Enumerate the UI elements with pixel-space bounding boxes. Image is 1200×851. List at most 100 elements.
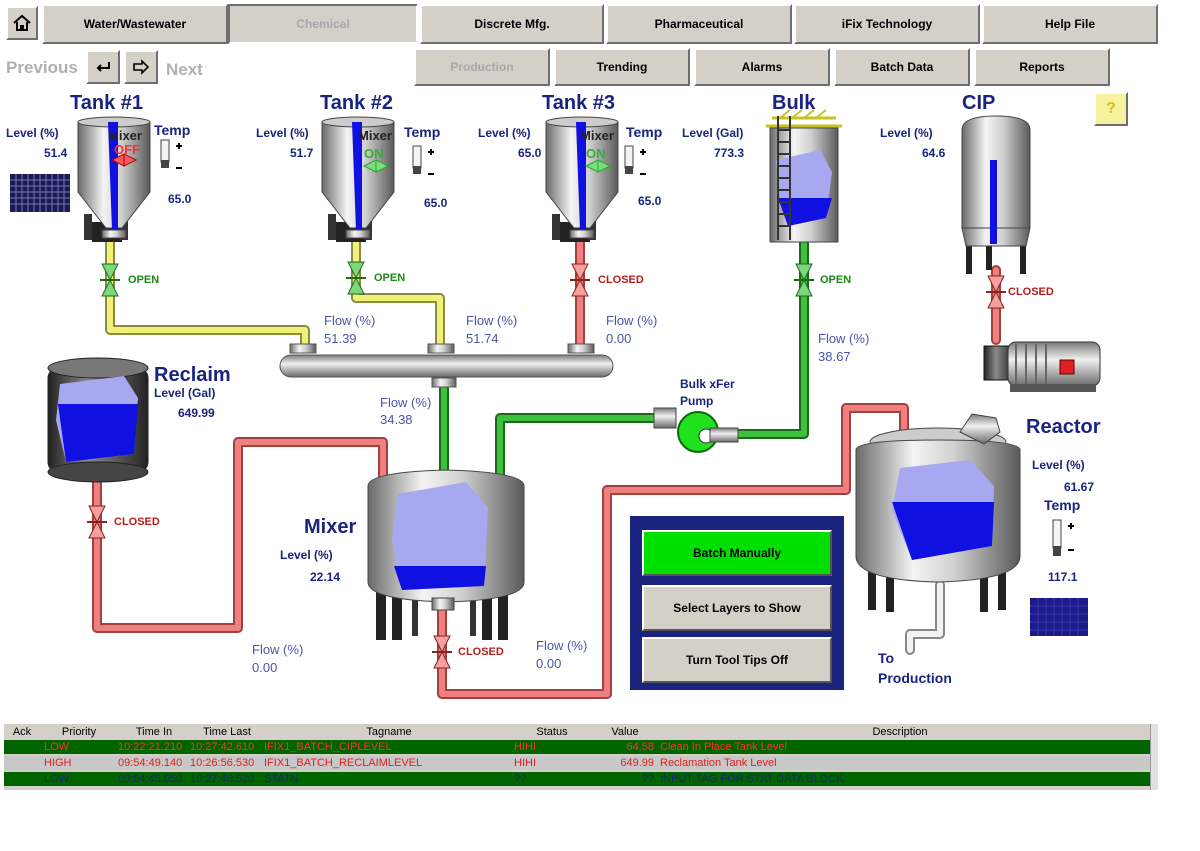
tank-3-level-label: Level (%): [478, 126, 531, 140]
tank-1-valve[interactable]: [100, 263, 120, 297]
mixer-level-label: Level (%): [280, 548, 333, 562]
alarm-time-last: 10:27:42.610: [190, 741, 255, 753]
tank-3-vessel[interactable]: [545, 116, 619, 242]
tank-3-valve[interactable]: [570, 263, 590, 297]
mixer-title: Mixer: [304, 516, 357, 538]
flow-2-value: 51.74: [466, 331, 499, 346]
alarm-priority: LOW: [44, 741, 70, 753]
home-button[interactable]: [6, 6, 38, 40]
cip-valve[interactable]: [986, 275, 1006, 309]
cip-level-value: 64.6: [922, 146, 946, 160]
alarm-time-in: 09:54:49.140: [118, 757, 183, 769]
alarm-header-time-last[interactable]: Time Last: [203, 726, 251, 738]
alarm-priority: HIGH: [44, 757, 72, 769]
nav-tab-water-wastewater[interactable]: Water/Wastewater: [42, 4, 228, 44]
reclaim-valve[interactable]: [87, 505, 107, 539]
reactor-level-label: Level (%): [1032, 458, 1085, 472]
nav-tab-discrete-mfg[interactable]: Discrete Mfg.: [420, 4, 604, 44]
bulk-vessel[interactable]: [766, 109, 842, 243]
previous-link[interactable]: Previous: [6, 58, 78, 77]
tooltips-off-button[interactable]: Turn Tool Tips Off: [642, 637, 832, 683]
alarm-header-priority[interactable]: Priority: [61, 726, 97, 738]
reclaim-vessel[interactable]: [47, 357, 149, 483]
bulk-level-label: Level (Gal): [682, 126, 744, 140]
alarm-time-in: 10:22:21.210: [118, 741, 183, 753]
cip-title: CIP: [962, 92, 996, 114]
alarm-scrollbar[interactable]: [1150, 724, 1158, 790]
alarm-description: Clean In Place Tank Level: [660, 741, 787, 753]
tank-1-mixer-label: Mixer: [108, 128, 142, 143]
alarm-status: HIHI: [514, 741, 536, 753]
tank-3-mixer-label: Mixer: [580, 128, 614, 143]
nav-tab-help-file[interactable]: Help File: [982, 4, 1158, 44]
hmi-screen: Water/Wastewater Chemical Discrete Mfg. …: [4, 4, 1158, 790]
alarm-value: 649.99: [620, 757, 654, 769]
tank-1-title: Tank #1: [70, 92, 143, 114]
alarm-row[interactable]: LOW 09:54:45.050 10:27:46.520 STATN ?? ?…: [4, 772, 1150, 786]
next-button[interactable]: [124, 50, 158, 84]
tank-2-valve[interactable]: [346, 261, 366, 295]
bulk-level-value: 773.3: [714, 146, 745, 160]
cip-vessel[interactable]: [961, 115, 1031, 274]
tank-1-vessel[interactable]: [77, 116, 151, 242]
tank-1-valve-state: OPEN: [128, 274, 160, 286]
subnav-reports[interactable]: Reports: [974, 48, 1110, 86]
flow-2-label: Flow (%): [466, 313, 518, 328]
mixer-outlet-valve[interactable]: [432, 635, 452, 669]
reclaim-level-label: Level (Gal): [154, 386, 216, 400]
alarm-status: HIHI: [514, 757, 536, 769]
select-layers-button[interactable]: Select Layers to Show: [642, 585, 832, 631]
alarm-header-row: Ack Priority Time In Time Last Tagname S…: [4, 725, 1150, 739]
bulk-xfer-pump[interactable]: [653, 407, 739, 453]
nav-tab-chemical[interactable]: Chemical: [228, 4, 418, 44]
next-link[interactable]: Next: [166, 60, 203, 79]
reactor-level-value: 61.67: [1064, 480, 1095, 494]
tank-3-temp-value: 65.0: [638, 194, 662, 208]
flow-bulk-value: 38.67: [818, 349, 851, 364]
alarm-header-status[interactable]: Status: [536, 726, 568, 738]
tank-2-level-value: 51.7: [290, 146, 314, 160]
mixer-vessel[interactable]: [367, 469, 525, 640]
alarm-summary: Ack Priority Time In Time Last Tagname S…: [4, 724, 1150, 790]
tank-1-level-grid: [10, 174, 70, 212]
reactor-temp-label: Temp: [1044, 497, 1081, 513]
flow-1-label: Flow (%): [324, 313, 376, 328]
cip-pump-motor[interactable]: [983, 341, 1101, 392]
alarm-header-description[interactable]: Description: [872, 726, 928, 738]
nav-tab-ifix-technology[interactable]: iFix Technology: [794, 4, 980, 44]
alarm-header-value[interactable]: Value: [611, 726, 639, 738]
nav-tab-pharmaceutical[interactable]: Pharmaceutical: [606, 4, 792, 44]
reclaim-valve-state: CLOSED: [114, 516, 160, 528]
tank-3-valve-state: CLOSED: [598, 274, 644, 286]
alarm-row[interactable]: HIGH 09:54:49.140 10:26:56.530 IFIX1_BAT…: [4, 756, 1150, 770]
subnav-alarms[interactable]: Alarms: [694, 48, 830, 86]
batch-manually-button[interactable]: Batch Manually: [642, 530, 832, 576]
flow-1-value: 51.39: [324, 331, 357, 346]
alarm-row[interactable]: LOW 10:22:21.210 10:27:42.610 IFIX1_BATC…: [4, 740, 1150, 754]
flow-header-label: Flow (%): [380, 395, 432, 410]
subnav-trending[interactable]: Trending: [554, 48, 690, 86]
help-button[interactable]: ?: [1094, 92, 1128, 126]
alarm-ack: [4, 772, 40, 786]
cip-valve-state: CLOSED: [1008, 286, 1054, 298]
subnav-batch-data[interactable]: Batch Data: [834, 48, 970, 86]
tank-1-temp-label: Temp: [154, 122, 191, 138]
to-production-label: To Production: [878, 650, 952, 686]
alarm-tagname: IFIX1_BATCH_CIPLEVEL: [264, 741, 392, 753]
reactor-temp-value: 117.1: [1048, 570, 1078, 584]
flow-header-value: 34.38: [380, 412, 413, 427]
tank-3-impeller: [584, 159, 612, 173]
subnav-production[interactable]: Production: [414, 48, 550, 86]
tank-3-title: Tank #3: [542, 92, 615, 114]
bulk-valve[interactable]: [794, 263, 814, 297]
tank-1-temp-value: 65.0: [168, 192, 192, 206]
tank-2-vessel[interactable]: [321, 116, 395, 242]
alarm-header-time-in[interactable]: Time In: [135, 726, 173, 738]
alarm-time-last: 10:26:56.530: [190, 757, 255, 769]
previous-button[interactable]: [86, 50, 120, 84]
alarm-header-tagname[interactable]: Tagname: [366, 726, 412, 738]
reactor-vessel[interactable]: [855, 413, 1088, 636]
tank-2-mixer-label: Mixer: [358, 128, 392, 143]
alarm-header-ack[interactable]: Ack: [12, 726, 32, 738]
bulk-title: Bulk: [772, 92, 816, 114]
